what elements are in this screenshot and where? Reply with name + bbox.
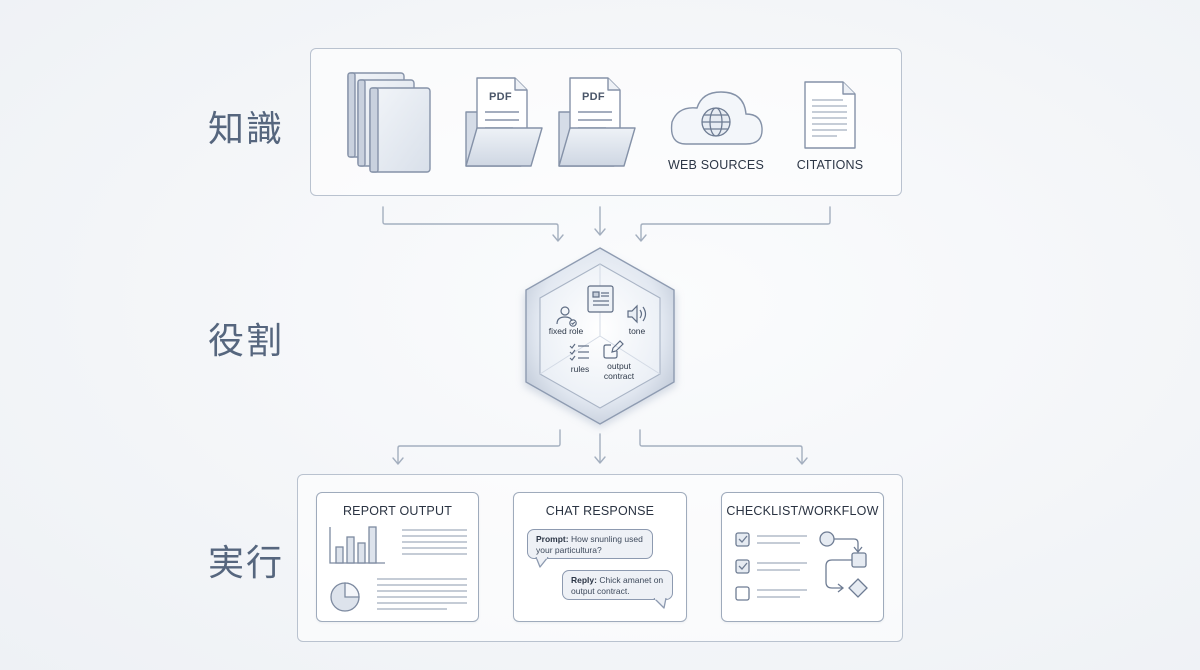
pdf-folder-icon <box>465 77 543 167</box>
arrow-books-to-role <box>382 206 559 241</box>
person-icon <box>556 306 577 327</box>
prompt-bubble-tail <box>535 557 549 568</box>
notebooks-icon <box>347 72 431 173</box>
checklist-workflow-title: CHECKLIST/WORKFLOW <box>726 504 879 518</box>
pdf-folder-icon <box>558 77 636 167</box>
document-icon <box>804 81 856 149</box>
checkbox-empty-icon <box>735 586 750 601</box>
report-output-title: REPORT OUTPUT <box>342 504 453 518</box>
chat-response-card: CHAT RESPONSE Prompt: How snunling used … <box>513 492 687 622</box>
reply-line-1: Reply: Chick amanet on <box>571 575 664 586</box>
fixed-role-label: fixed role <box>548 326 584 336</box>
checklist-workflow-card: CHECKLIST/WORKFLOW <box>721 492 884 622</box>
profile-card-icon <box>587 285 614 313</box>
reply-bubble: Reply: Chick amanet on output contract. <box>562 570 673 600</box>
speaker-icon <box>627 304 647 324</box>
arrow-role-to-report <box>397 429 561 464</box>
checklist-icon <box>569 343 589 361</box>
bar-chart-axis-icon <box>329 527 385 564</box>
bar-icon <box>368 526 377 564</box>
output-contract-line-2: contract <box>603 370 635 381</box>
checkbox-checked-icon <box>735 559 750 574</box>
reply-bubble-tail <box>653 598 667 609</box>
bar-icon <box>346 536 355 564</box>
label-execution: 実行 <box>208 543 285 584</box>
prompt-label: Prompt: <box>536 534 569 544</box>
report-graphics <box>329 526 467 612</box>
chat-response-title: CHAT RESPONSE <box>545 504 655 518</box>
output-contract-line-1: output <box>607 361 631 371</box>
pie-chart-icon <box>330 582 360 612</box>
bar-icon <box>335 546 344 564</box>
bar-icon <box>357 542 366 564</box>
label-role: 役割 <box>208 321 285 362</box>
prompt-bubble: Prompt: How snunling used your particult… <box>527 529 653 559</box>
output-contract-label: output contract <box>589 361 649 381</box>
prompt-text-2: your particultura? <box>536 544 602 555</box>
text-lines <box>377 529 467 610</box>
check-icon <box>738 535 748 543</box>
pdf-label-1: PDF <box>489 91 512 103</box>
workflow-graphics <box>735 531 868 601</box>
role-hexagon <box>524 247 676 428</box>
arrow-web-to-role <box>640 206 831 241</box>
checklist-lines <box>757 535 807 598</box>
arrow-role-to-checklist <box>639 429 803 464</box>
reply-text-2: output contract. <box>571 585 630 596</box>
cloud-globe-icon <box>670 91 763 145</box>
citations-caption: CITATIONS <box>796 158 864 172</box>
reply-label: Reply: <box>571 575 597 585</box>
prompt-text-1: How snunling used <box>570 534 643 544</box>
checkbox-checked-icon <box>735 532 750 547</box>
pdf-label-2: PDF <box>582 91 605 103</box>
label-knowledge: 知識 <box>208 109 285 150</box>
prompt-line-1: Prompt: How snunling used <box>536 534 644 545</box>
tone-label: tone <box>628 326 646 336</box>
flowchart-icon <box>819 531 868 598</box>
check-icon <box>738 562 748 570</box>
edit-icon <box>603 340 624 359</box>
rules-label: rules <box>570 364 590 374</box>
web-sources-caption: WEB SOURCES <box>668 158 764 172</box>
report-output-card: REPORT OUTPUT <box>316 492 479 622</box>
reply-text-1: Chick amanet on <box>599 575 664 585</box>
